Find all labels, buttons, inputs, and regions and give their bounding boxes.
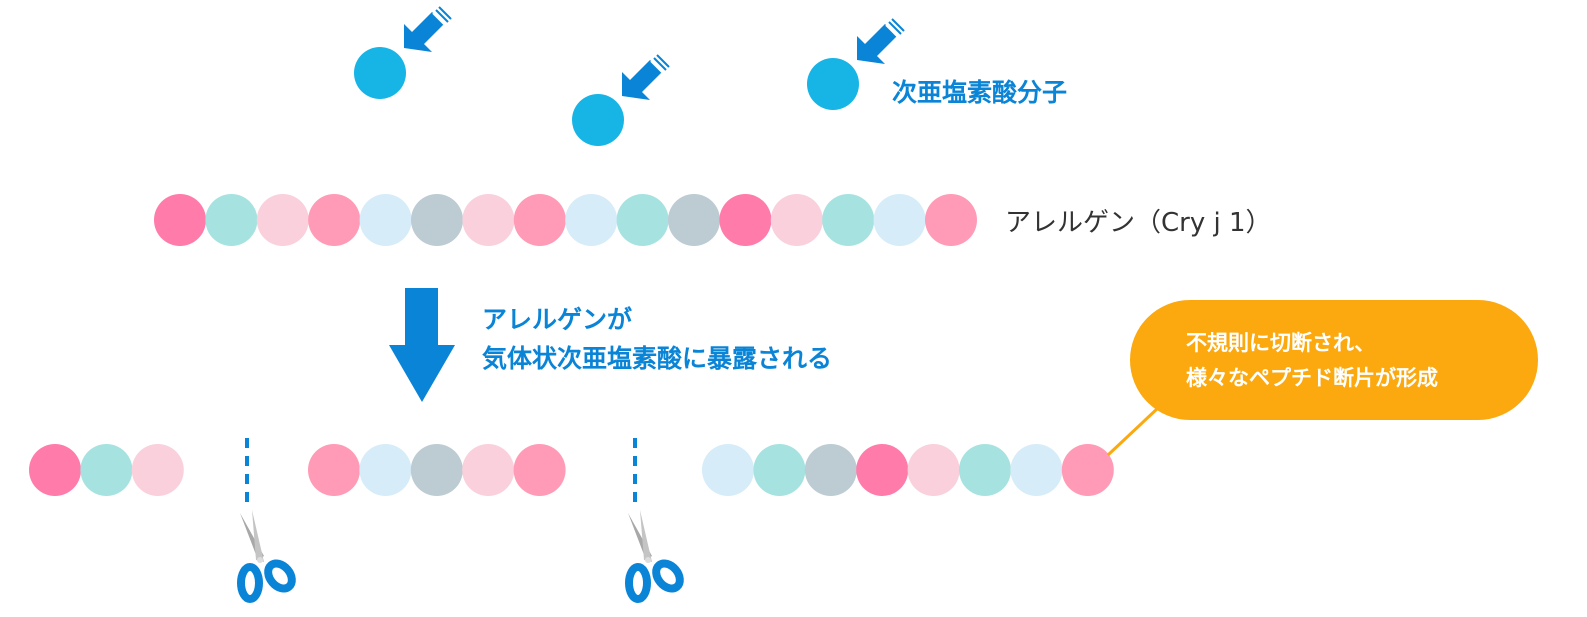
amino-acid-bead (411, 194, 463, 246)
process-line-1: アレルゲンが (482, 305, 632, 334)
amino-acid-bead (822, 194, 875, 246)
amino-acid-bead (308, 444, 360, 496)
callout-line-1: 不規則に切断され、 (1186, 331, 1375, 355)
amino-acid-bead (308, 194, 361, 246)
amino-acid-bead (925, 194, 977, 246)
amino-acid-bead (873, 194, 926, 246)
molecule-label: 次亜塩素酸分子 (892, 78, 1067, 107)
molecule-3 (807, 18, 905, 110)
amino-acid-bead (770, 194, 823, 246)
scissors-icon (240, 510, 297, 599)
arrow-icon (403, 6, 452, 53)
amino-acid-bead (29, 444, 81, 496)
molecule-1 (354, 6, 452, 99)
amino-acid-bead (154, 194, 206, 246)
amino-acid-bead (668, 194, 720, 246)
peptide-fragments (29, 444, 1114, 496)
amino-acid-bead (131, 444, 184, 496)
callout: 不規則に切断され、 様々なペプチド断片が形成 (1106, 300, 1538, 457)
amino-acid-bead (1061, 444, 1114, 496)
amino-acid-bead (1010, 444, 1063, 496)
amino-acid-bead (804, 444, 857, 496)
amino-acid-bead (205, 194, 258, 246)
amino-acid-bead (753, 444, 806, 496)
arrow-icon (621, 54, 670, 101)
down-arrow-icon (389, 288, 455, 402)
arrow-icon (856, 18, 905, 65)
amino-acid-bead (907, 444, 960, 496)
amino-acid-bead (513, 194, 566, 246)
molecule-2 (572, 54, 670, 146)
amino-acid-bead (410, 444, 463, 496)
amino-acid-bead (702, 444, 754, 496)
amino-acid-bead (256, 194, 309, 246)
callout-line-2: 様々なペプチド断片が形成 (1186, 366, 1438, 390)
amino-acid-bead (462, 194, 515, 246)
allergen-chain (154, 194, 977, 246)
amino-acid-bead (462, 444, 515, 496)
amino-acid-bead (616, 194, 669, 246)
amino-acid-bead (513, 444, 566, 496)
amino-acid-bead (959, 444, 1011, 496)
amino-acid-bead (359, 194, 412, 246)
amino-acid-bead (359, 444, 412, 496)
process-line-2: 気体状次亜塩素酸に暴露される (482, 344, 832, 373)
amino-acid-bead (80, 444, 133, 496)
amino-acid-bead (565, 194, 618, 246)
allergen-label: アレルゲン（Cry j 1） (1005, 208, 1272, 238)
amino-acid-bead (719, 194, 772, 246)
scissors-icon (628, 510, 685, 599)
amino-acid-bead (856, 444, 909, 496)
